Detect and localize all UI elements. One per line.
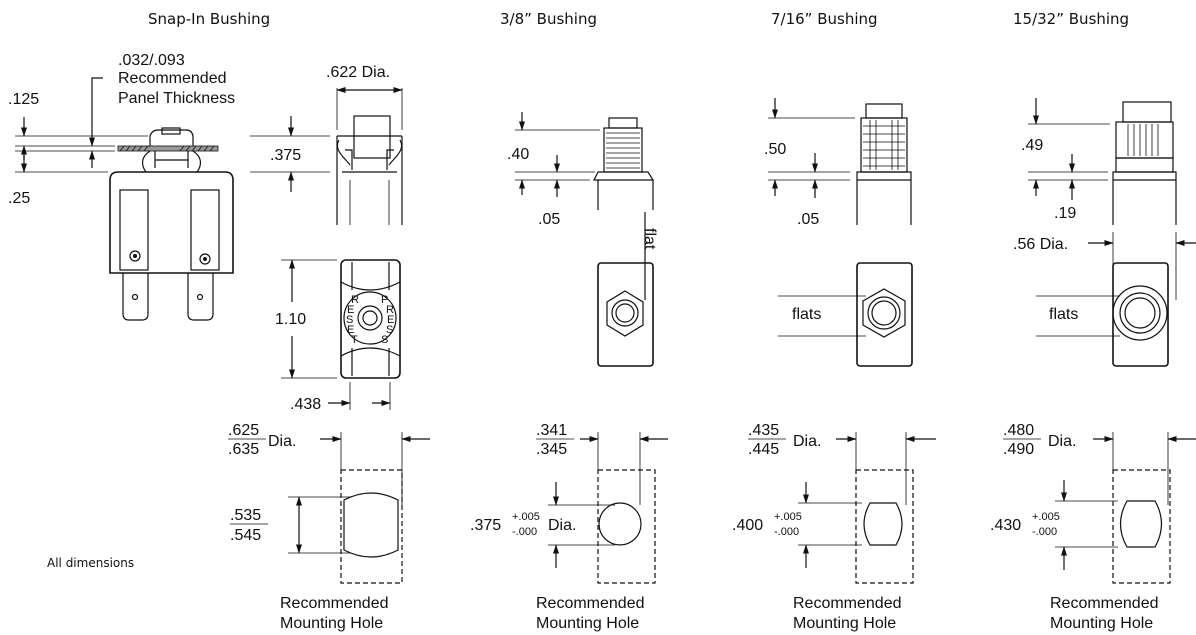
snap-in-end-dimensions: .622 Dia. .375	[250, 64, 403, 192]
b38-front-view: flat	[597, 212, 658, 367]
reset-letter-4: E	[347, 324, 354, 336]
caption-b1532-1: Recommended	[1050, 595, 1159, 612]
b1532-dim-49: .49	[1021, 137, 1043, 154]
snap-dim-25: .25	[8, 190, 30, 207]
snap-dim-375: .375	[270, 147, 301, 164]
b716-front-view: flats	[778, 262, 913, 367]
b1532-tol-minus: -.000	[1032, 526, 1057, 538]
snap-dia-622: .622 Dia.	[326, 64, 390, 81]
press-letter-2: R	[386, 304, 394, 316]
b1532-hole-side-value: .430	[990, 517, 1021, 534]
press-letter-4: S	[386, 324, 393, 336]
press-letter-3: E	[387, 314, 394, 326]
b716-tol-plus: +.005	[774, 511, 802, 523]
b38-hole-top-num: .341	[536, 422, 567, 439]
snap-dim-438: .438	[290, 396, 321, 413]
press-letter-5: S	[381, 334, 388, 346]
snap-dim-110: 1.10	[275, 311, 306, 328]
snap-hole-top-den: .635	[228, 441, 259, 458]
b38-mounting-hole: .341 .345 .375 +.005 -.000 Dia.	[470, 422, 668, 584]
reset-letter-2: E	[347, 304, 354, 316]
caption-b716-2: Mounting Hole	[793, 615, 896, 632]
b38-hole-side-dia: Dia.	[548, 517, 576, 534]
b716-flats-label: flats	[792, 306, 821, 323]
snap-in-mounting-hole: .625 .635 Dia. .535 .545	[228, 422, 430, 584]
b1532-flats-label: flats	[1049, 306, 1078, 323]
b716-side-view	[856, 103, 912, 225]
b38-hole-top-den: .345	[536, 441, 567, 458]
snap-panel-label-1: Recommended	[118, 70, 227, 87]
snap-in-side-dimensions: .125 .25 .032/.093 Recommended Panel Thi…	[8, 52, 235, 207]
caption-b38-2: Mounting Hole	[536, 615, 639, 632]
b1532-mounting-hole: .480 .490 Dia. .430 +.005 -.000	[990, 422, 1196, 584]
snap-in-end-view	[336, 115, 403, 225]
caption-b38-1: Recommended	[536, 595, 645, 612]
b1532-hole-top-den: .490	[1003, 441, 1034, 458]
b716-hole-top-den: .445	[748, 441, 779, 458]
snap-in-side-view	[109, 127, 234, 321]
b38-dim-05: .05	[538, 211, 560, 228]
press-letter-1: P	[381, 294, 388, 306]
b716-dim-05: .05	[797, 211, 819, 228]
b38-tol-plus: +.005	[512, 511, 540, 523]
header-snap-in: Snap-In Bushing	[148, 10, 270, 28]
header-15-32-bushing: 15/32” Bushing	[1013, 10, 1129, 28]
reset-letter-1: R	[351, 294, 359, 306]
snap-hole-top-num: .625	[228, 422, 259, 439]
footnote: All dimensions	[47, 556, 134, 570]
b1532-hole-top-dia: Dia.	[1048, 433, 1076, 450]
b1532-hole-top-num: .480	[1003, 422, 1034, 439]
b716-hole-top-num: .435	[748, 422, 779, 439]
snap-dim-125: .125	[8, 91, 39, 108]
b38-hole-side-value: .375	[470, 517, 501, 534]
snap-panel-label-2: Panel Thickness	[118, 90, 235, 107]
b716-hole-top-dia: Dia.	[793, 433, 821, 450]
b1532-tol-plus: +.005	[1032, 511, 1060, 523]
caption-b716-1: Recommended	[793, 595, 902, 612]
reset-letter-3: S	[346, 314, 353, 326]
snap-hole-top-dia: Dia.	[268, 433, 296, 450]
snap-panel-range: .032/.093	[118, 52, 185, 69]
b716-hole-side-value: .400	[732, 517, 763, 534]
b1532-side-dimensions: .49 .19	[1021, 98, 1110, 222]
b716-mounting-hole: .435 .445 Dia. .400 +.005 -.000	[732, 422, 936, 584]
caption-b1532-2: Mounting Hole	[1050, 615, 1153, 632]
b38-flat-label: flat	[641, 228, 658, 250]
caption-snap-1: Recommended	[280, 595, 389, 612]
b716-side-dimensions: .50 .05	[764, 98, 855, 228]
snap-hole-side-num: .535	[230, 507, 261, 524]
b1532-side-view	[1112, 101, 1177, 225]
b1532-front-view: .56 Dia. flats	[1013, 232, 1196, 367]
b38-tol-minus: -.000	[512, 526, 537, 538]
b1532-dim-19: .19	[1054, 205, 1076, 222]
b38-side-view	[593, 117, 655, 210]
header-3-8-bushing: 3/8” Bushing	[500, 10, 597, 28]
reset-letter-5: T	[351, 334, 358, 346]
b716-tol-minus: -.000	[774, 526, 799, 538]
b716-dim-50: .50	[764, 141, 786, 158]
snap-in-front-view: R E S E T P R E S S	[340, 259, 401, 379]
header-7-16-bushing: 7/16” Bushing	[771, 10, 878, 28]
b38-dim-40: .40	[507, 146, 529, 163]
caption-snap-2: Mounting Hole	[280, 615, 383, 632]
snap-hole-side-den: .545	[230, 527, 261, 544]
snap-in-front-dimensions: 1.10 .438	[275, 259, 391, 413]
b1532-dia-56: .56 Dia.	[1013, 236, 1068, 253]
b38-side-dimensions: .40 .05	[507, 112, 600, 228]
